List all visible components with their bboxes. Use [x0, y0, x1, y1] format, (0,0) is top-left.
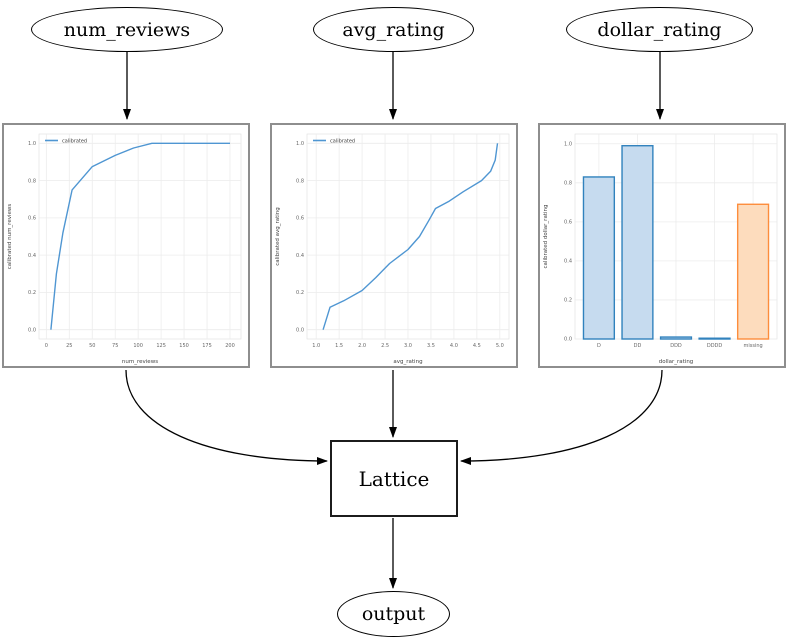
- svg-text:5.0: 5.0: [496, 343, 504, 349]
- node-lattice-label: Lattice: [358, 466, 430, 491]
- svg-text:75: 75: [112, 343, 118, 349]
- node-avg-rating: avg_rating: [313, 7, 474, 52]
- svg-text:DDD: DDD: [670, 343, 682, 349]
- calibration-chart-avg-rating: 0.0 0.2 0.4 0.6 0.8 1.0 1.0 1.5 2.0 2.5 3.0 3.5 4.0 4…: [270, 123, 518, 368]
- svg-text:0.4: 0.4: [564, 259, 572, 265]
- edge-calibrator3-to-lattice: [460, 369, 663, 465]
- svg-text:0.0: 0.0: [28, 327, 36, 333]
- svg-text:175: 175: [202, 343, 212, 349]
- calibration-plot-avg-rating: 0.0 0.2 0.4 0.6 0.8 1.0 1.0 1.5 2.0 2.5 3.0 3.5 4.0 4…: [275, 133, 510, 365]
- svg-text:calibrated dollar_rating: calibrated dollar_rating: [543, 205, 549, 269]
- node-num-reviews-label: num_reviews: [63, 18, 191, 41]
- svg-text:missing: missing: [743, 343, 762, 349]
- svg-text:25: 25: [66, 343, 72, 349]
- svg-text:3.5: 3.5: [427, 343, 435, 349]
- svg-text:num_reviews: num_reviews: [122, 359, 158, 365]
- svg-text:avg_rating: avg_rating: [393, 359, 422, 365]
- svg-text:0.2: 0.2: [564, 298, 572, 304]
- svg-text:0.6: 0.6: [564, 220, 572, 226]
- svg-text:0.4: 0.4: [296, 253, 304, 259]
- node-dollar-rating: dollar_rating: [566, 7, 753, 52]
- svg-text:2.5: 2.5: [381, 343, 389, 349]
- svg-text:0.8: 0.8: [564, 181, 572, 187]
- svg-text:0.8: 0.8: [296, 178, 304, 184]
- svg-text:3.0: 3.0: [404, 343, 412, 349]
- svg-text:200: 200: [225, 343, 235, 349]
- svg-text:0.6: 0.6: [296, 216, 304, 222]
- svg-text:0.8: 0.8: [28, 178, 36, 184]
- svg-text:DDDD: DDDD: [707, 343, 723, 349]
- svg-text:1.0: 1.0: [564, 141, 572, 147]
- svg-text:D: D: [597, 343, 601, 349]
- svg-text:4.5: 4.5: [473, 343, 481, 349]
- svg-text:1.0: 1.0: [28, 141, 36, 147]
- node-output-label: output: [361, 603, 426, 625]
- svg-text:1.0: 1.0: [312, 343, 320, 349]
- svg-text:calibrated: calibrated: [330, 138, 355, 144]
- svg-text:1.5: 1.5: [335, 343, 343, 349]
- svg-text:calibrated avg_rating: calibrated avg_rating: [275, 207, 281, 266]
- edge-calibrator1-to-lattice: [125, 369, 328, 465]
- svg-text:0.2: 0.2: [28, 290, 36, 296]
- node-dollar-rating-label: dollar_rating: [597, 18, 722, 41]
- calibration-chart-num-reviews: 0.0 0.2 0.4 0.6 0.8 1.0 0 25 50 75 100 125 150 175 200…: [2, 123, 250, 368]
- svg-text:4.0: 4.0: [450, 343, 458, 349]
- node-num-reviews: num_reviews: [31, 7, 223, 52]
- svg-text:calibrated: calibrated: [62, 138, 87, 144]
- svg-text:0: 0: [45, 343, 48, 349]
- svg-text:150: 150: [179, 343, 189, 349]
- svg-text:50: 50: [89, 343, 95, 349]
- svg-text:125: 125: [156, 343, 166, 349]
- calibration-plot-num-reviews: 0.0 0.2 0.4 0.6 0.8 1.0 0 25 50 75 100 125 150 175 200…: [7, 133, 242, 365]
- svg-text:0.0: 0.0: [564, 337, 572, 343]
- svg-text:0.0: 0.0: [296, 327, 304, 333]
- node-output: output: [337, 591, 450, 637]
- svg-text:0.6: 0.6: [28, 216, 36, 222]
- svg-text:0.2: 0.2: [296, 290, 304, 296]
- svg-text:calibrated num_reviews: calibrated num_reviews: [7, 204, 13, 270]
- svg-text:DD: DD: [634, 343, 642, 349]
- svg-text:1.0: 1.0: [296, 141, 304, 147]
- svg-text:dollar_rating: dollar_rating: [659, 359, 694, 365]
- node-lattice: Lattice: [330, 440, 458, 517]
- svg-text:0.4: 0.4: [28, 253, 36, 259]
- node-avg-rating-label: avg_rating: [342, 18, 445, 41]
- svg-text:100: 100: [133, 343, 143, 349]
- svg-text:2.0: 2.0: [358, 343, 366, 349]
